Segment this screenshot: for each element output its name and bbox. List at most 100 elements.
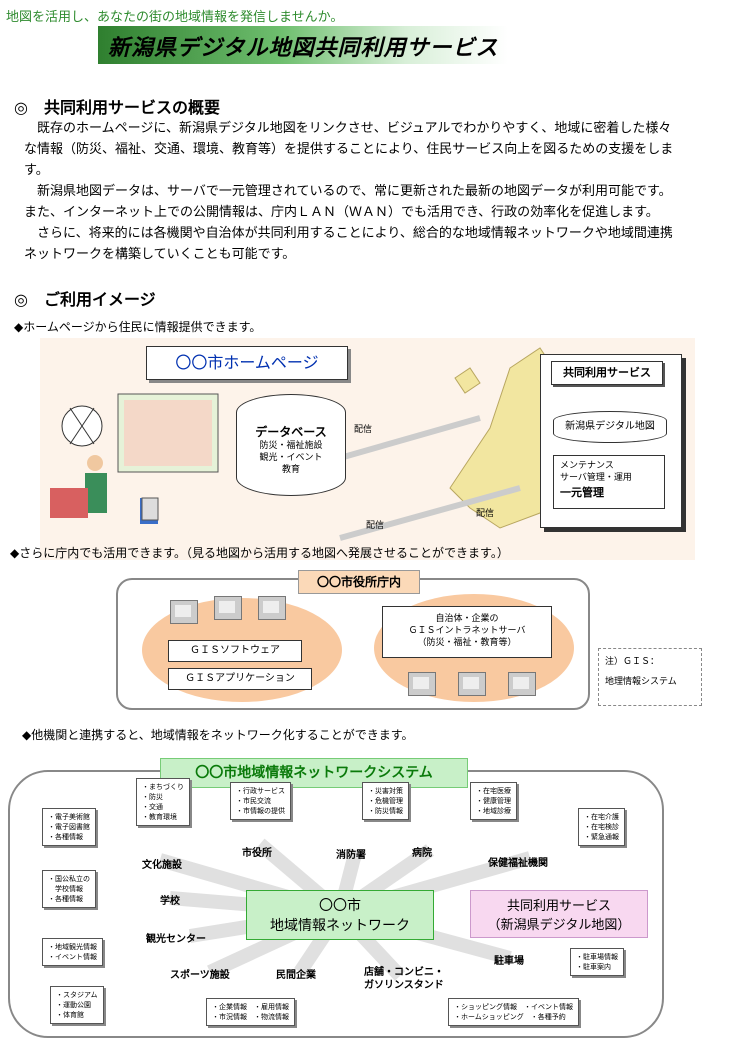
computer-icon	[508, 672, 536, 696]
list-item: ・行政サービス	[236, 787, 285, 795]
center-line-1: 〇〇市	[319, 898, 361, 914]
kyodo-maint-3: 一元管理	[560, 486, 604, 499]
overview-paragraph-2: 新潟県地図データは、サーバで一元管理されているので、常に更新された最新の地図デー…	[24, 184, 672, 220]
kyodo-panel: 共同利用サービス 新潟県デジタル地図 メンテナンス サーバ管理・運用 一元管理	[540, 354, 682, 528]
list-item: ・スタジアム	[56, 991, 98, 999]
usage-sub3: ◆他機関と連携すると、地域情報をネットワーク化することができます。	[22, 728, 414, 742]
office-label: 〇〇市役所庁内	[298, 570, 420, 594]
list-kankou: ・地域観光情報・イベント情報	[42, 938, 103, 966]
node-tenpo-2: ガソリンスタンド	[364, 980, 444, 991]
gis-application: ＧＩＳアプリケーション	[168, 668, 312, 690]
kyodo-maint-1: メンテナンス	[560, 461, 614, 471]
usage-sub2: ◆さらに庁内でも活用できます。（見る地図から活用する地図へ発展させることができま…	[10, 546, 509, 560]
list-item: ・防災	[142, 793, 163, 801]
list-item: ・電子図書館	[48, 823, 90, 831]
node-tenpo-1: 店舗・コンビニ・	[364, 967, 444, 978]
computer-icon	[458, 672, 486, 696]
gis-note-1: 注）ＧＩＳ：	[605, 657, 660, 667]
list-item: 学校情報	[48, 885, 83, 893]
title-banner	[98, 26, 508, 64]
center-line-2: 地域情報ネットワーク	[270, 918, 410, 934]
node-minkan: 民間企業	[276, 970, 316, 981]
gis-note-2: 地理情報システム	[605, 677, 677, 687]
list-zaitaku: ・在宅医療・健康管理・地域診療	[470, 782, 517, 820]
overview-paragraph-1: 既存のホームページに、新潟県デジタル地図をリンクさせ、ビジュアルでわかりやすく、…	[24, 121, 674, 178]
deliver-label-3: 配信	[476, 509, 495, 519]
list-shopping: ・ショッピング情報 ・イベント情報・ホームショッピング ・各種予約	[448, 998, 579, 1026]
node-kanko: 観光センター	[146, 934, 206, 945]
usage-heading: ◎ ご利用イメージ	[14, 290, 156, 309]
list-gyosei: ・行政サービス・市民交流・市情報の提供	[230, 782, 291, 820]
list-chushajo: ・駐車場情報・駐車案内	[570, 948, 624, 976]
list-item: ・各種情報	[48, 833, 83, 841]
node-tenpo: 店舗・コンビニ・ ガソリンスタンド	[364, 966, 444, 992]
list-item: ・駐車案内	[576, 963, 611, 971]
list-stadium: ・スタジアム・運動公園・体育館	[50, 986, 104, 1024]
intranet-line-3: （防災・福祉・教育等）	[417, 638, 517, 648]
kyodo-title: 共同利用サービス	[551, 361, 663, 385]
kyodo-map: 新潟県デジタル地図	[553, 411, 667, 443]
intranet-server: 自治体・企業の ＧＩＳイントラネットサーバ （防災・福祉・教育等）	[382, 606, 552, 658]
list-item: ・ホームショッピング ・各種予約	[454, 1013, 566, 1021]
tagline: 地図を活用し、あなたの街の地域情報を発信しませんか。	[6, 10, 344, 25]
list-kigyo: ・企業情報 ・雇用情報・市況情報 ・物流情報	[206, 998, 295, 1026]
list-item: ・危機管理	[368, 797, 403, 805]
center-box: 〇〇市 地域情報ネットワーク	[246, 890, 434, 940]
list-item: ・教育環境	[142, 813, 177, 821]
list-item: ・地域観光情報	[48, 943, 97, 951]
list-item: ・まちづくり	[142, 783, 184, 791]
intranet-line-1: 自治体・企業の	[435, 614, 499, 624]
page-title: 新潟県デジタル地図共同利用サービス	[108, 36, 499, 61]
intranet-line-2: ＧＩＳイントラネットサーバ	[408, 626, 526, 636]
list-machi: ・まちづくり・防災・交通・教育環境	[136, 778, 190, 826]
network-diagram: 〇〇市地域情報ネットワークシステム 〇〇市 地域情報ネットワーク 共同利用サービ…	[8, 758, 664, 1038]
gis-software: ＧＩＳソフトウェア	[168, 640, 302, 662]
list-item: ・在宅医療	[476, 787, 511, 795]
list-gakkou: ・国公私立の 学校情報・各種情報	[42, 870, 96, 908]
homepage-label: 〇〇市ホームページ	[146, 346, 348, 380]
computer-icon	[170, 600, 198, 624]
list-item: ・電子美術館	[48, 813, 90, 821]
list-item: ・運動公園	[56, 1001, 91, 1009]
node-shiyakusho: 市役所	[242, 848, 272, 859]
list-item: ・企業情報 ・雇用情報	[212, 1003, 289, 1011]
homepage-diagram: 〇〇市ホームページ データベース 防災・福祉施設 観光・イベント 教育 配信 配…	[40, 338, 695, 560]
list-item: ・緊急通報	[584, 833, 619, 841]
node-sports: スポーツ施設	[170, 970, 230, 981]
computer-icon	[258, 596, 286, 620]
list-item: ・在宅介護	[584, 813, 619, 821]
database-line-2: 観光・イベント	[259, 453, 323, 463]
kyodo-maintenance: メンテナンス サーバ管理・運用 一元管理	[553, 455, 665, 509]
overview-paragraph-3: さらに、将来的には各機関や自治体が共同利用することにより、総合的な地域情報ネット…	[24, 226, 673, 262]
list-item: ・市情報の提供	[236, 807, 285, 815]
list-item: ・市民交流	[236, 797, 271, 805]
list-item: ・体育館	[56, 1011, 84, 1019]
node-shobo: 消防署	[336, 850, 366, 861]
list-item: ・健康管理	[476, 797, 511, 805]
kyodo-right-2: （新潟県デジタル地図）	[487, 918, 631, 933]
computer-icon	[214, 596, 242, 620]
kyodo-right-box: 共同利用サービス （新潟県デジタル地図）	[470, 890, 648, 938]
deliver-label-1: 配信	[354, 425, 373, 435]
list-item: ・地域診療	[476, 807, 511, 815]
kyodo-maint-2: サーバ管理・運用	[560, 473, 632, 483]
list-item: ・在宅検診	[584, 823, 619, 831]
list-item: ・交通	[142, 803, 163, 811]
deliver-label-2: 配信	[366, 521, 385, 531]
list-item: ・市況情報 ・物流情報	[212, 1013, 289, 1021]
list-item: ・駐車場情報	[576, 953, 618, 961]
list-item: ・各種情報	[48, 895, 83, 903]
list-item: ・防災情報	[368, 807, 403, 815]
overview-body: 既存のホームページに、新潟県デジタル地図をリンクさせ、ビジュアルでわかりやすく、…	[24, 118, 684, 265]
database-line-1: 防災・福祉施設	[259, 441, 323, 451]
node-hoken: 保健福祉機関	[488, 858, 548, 869]
node-gakko: 学校	[160, 896, 180, 907]
node-chusha: 駐車場	[494, 956, 524, 967]
network-title: 〇〇市地域情報ネットワークシステム	[160, 758, 468, 788]
list-item: ・イベント情報	[48, 953, 97, 961]
gis-note: 注）ＧＩＳ： 地理情報システム	[598, 648, 702, 706]
node-bunka: 文化施設	[142, 860, 182, 871]
list-item: ・ショッピング情報 ・イベント情報	[454, 1003, 573, 1011]
list-fukushi: ・在宅介護・在宅検診・緊急通報	[578, 808, 625, 846]
kyodo-right-1: 共同利用サービス	[506, 899, 611, 914]
